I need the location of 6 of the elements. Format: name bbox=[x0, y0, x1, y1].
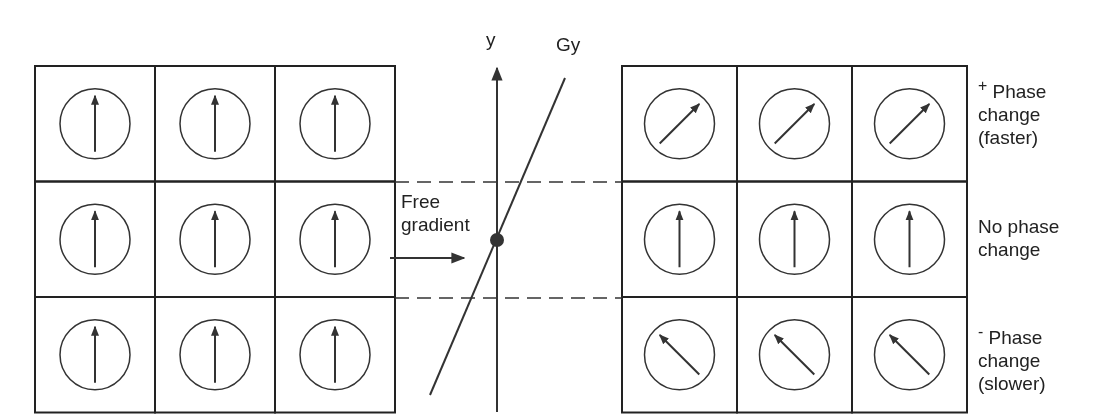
annotation-text: $^{+}$ Phase change (faster) bbox=[978, 76, 1048, 150]
axis-label: y bbox=[486, 28, 496, 51]
annotation-text: No phase change bbox=[978, 215, 1061, 261]
gradient-label: Gy bbox=[556, 33, 581, 56]
annotation-text: $^{-}$ Phase change (slower) bbox=[978, 322, 1047, 396]
annotation-text: Free gradient bbox=[401, 190, 471, 236]
